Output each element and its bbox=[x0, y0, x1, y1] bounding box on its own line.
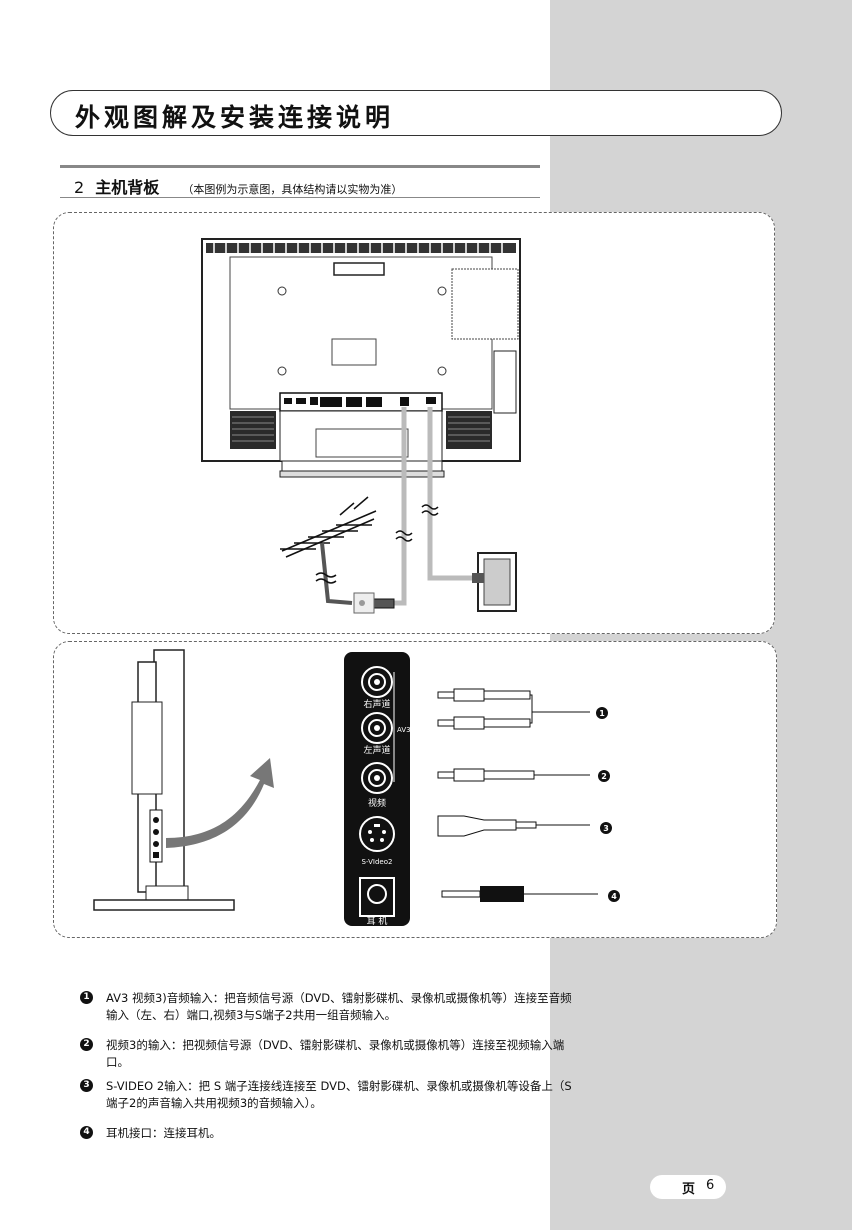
page-number: 6 bbox=[706, 1178, 715, 1193]
section-rule-top bbox=[60, 165, 540, 168]
label-right-audio: 右声道 bbox=[363, 698, 390, 710]
note-3: 3 S-VIDEO 2输入：把 S 端子连接线连接至 DVD、镭射影碟机、录像机… bbox=[80, 1078, 576, 1112]
page-number-tab: 页 6 bbox=[650, 1175, 726, 1199]
label-earphone: 耳 机 bbox=[367, 915, 388, 927]
note-1: 1 AV3 视频3)音频输入：把音频信号源（DVD、镭射影碟机、录像机或摄像机等… bbox=[80, 990, 576, 1024]
cable-marker-4: 4 bbox=[611, 892, 617, 901]
note-4-marker: 4 bbox=[80, 1126, 93, 1139]
note-3-marker: 3 bbox=[80, 1079, 93, 1092]
cable-marker-2: 2 bbox=[601, 772, 607, 781]
title-banner: 外观图解及安装连接说明 bbox=[50, 90, 782, 136]
side-view-illustration: 右声道 左声道 AV3 视频 S-VIdeo2 耳 机 1 2 3 4 bbox=[93, 649, 620, 927]
label-left-audio: 左声道 bbox=[363, 744, 390, 756]
section-rule-bottom bbox=[60, 197, 540, 198]
note-4: 4 耳机接口：连接耳机。 bbox=[80, 1125, 576, 1142]
note-2: 2 视频3的输入：把视频信号源（DVD、镭射影碟机、录像机或摄像机等）连接至视频… bbox=[80, 1037, 576, 1071]
section-name: 主机背板 bbox=[95, 178, 160, 197]
note-3-text: S-VIDEO 2输入：把 S 端子连接线连接至 DVD、镭射影碟机、录像机或摄… bbox=[106, 1079, 572, 1110]
note-4-text: 耳机接口：连接耳机。 bbox=[106, 1126, 221, 1140]
label-video: 视频 bbox=[368, 797, 386, 809]
side-panel-diagram: 右声道 左声道 AV3 视频 S-VIdeo2 耳 机 1 2 3 4 bbox=[53, 641, 777, 938]
note-2-text: 视频3的输入：把视频信号源（DVD、镭射影碟机、录像机或摄像机等）连接至视频输入… bbox=[106, 1038, 565, 1069]
page-label: 页 bbox=[682, 1182, 696, 1197]
note-1-marker: 1 bbox=[80, 991, 93, 1004]
cable-marker-3: 3 bbox=[603, 824, 609, 833]
note-2-marker: 2 bbox=[80, 1038, 93, 1051]
cable-marker-1: 1 bbox=[599, 709, 605, 718]
section-note: （本图例为示意图，具体结构请以实物为准） bbox=[182, 183, 403, 196]
page-title: 外观图解及安装连接说明 bbox=[75, 103, 395, 132]
section-heading: 2 主机背板 （本图例为示意图，具体结构请以实物为准） bbox=[74, 174, 402, 198]
back-panel-diagram bbox=[53, 212, 775, 634]
section-number: 2 bbox=[74, 178, 85, 197]
tv-back-illustration bbox=[201, 238, 521, 614]
label-av3: AV3 bbox=[397, 726, 411, 734]
label-svideo: S-VIdeo2 bbox=[362, 858, 393, 866]
note-1-text: AV3 视频3)音频输入：把音频信号源（DVD、镭射影碟机、录像机或摄像机等）连… bbox=[106, 991, 572, 1022]
